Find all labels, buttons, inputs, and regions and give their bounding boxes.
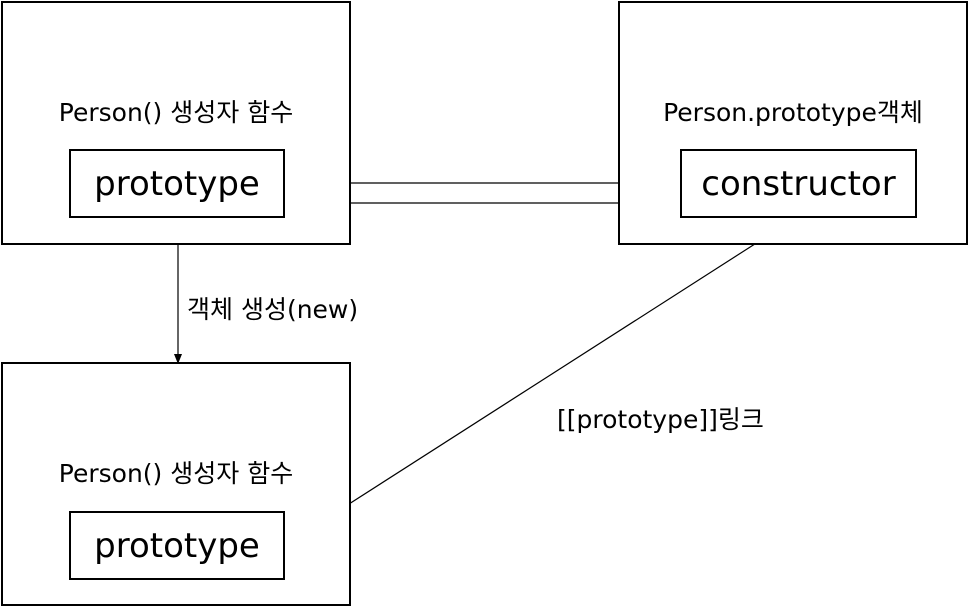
person-prototype-object-box: Person.prototype객체 constructor (618, 1, 968, 245)
box-title: Person() 생성자 함수 (58, 98, 294, 127)
prototype-link-label: [[prototype]]링크 (557, 405, 764, 434)
box-title: Person() 생성자 함수 (58, 459, 294, 488)
box-title: Person.prototype객체 (663, 98, 923, 127)
create-object-label: 객체 생성(new) (187, 295, 359, 324)
person-constructor-box-top: Person() 생성자 함수 prototype (1, 1, 351, 245)
person-constructor-box-bottom: Person() 생성자 함수 prototype (1, 362, 351, 606)
prototype-field: prototype (69, 149, 285, 218)
prototype-field: prototype (69, 511, 285, 580)
arrow-prototype-link (284, 216, 798, 546)
constructor-field: constructor (680, 149, 917, 218)
